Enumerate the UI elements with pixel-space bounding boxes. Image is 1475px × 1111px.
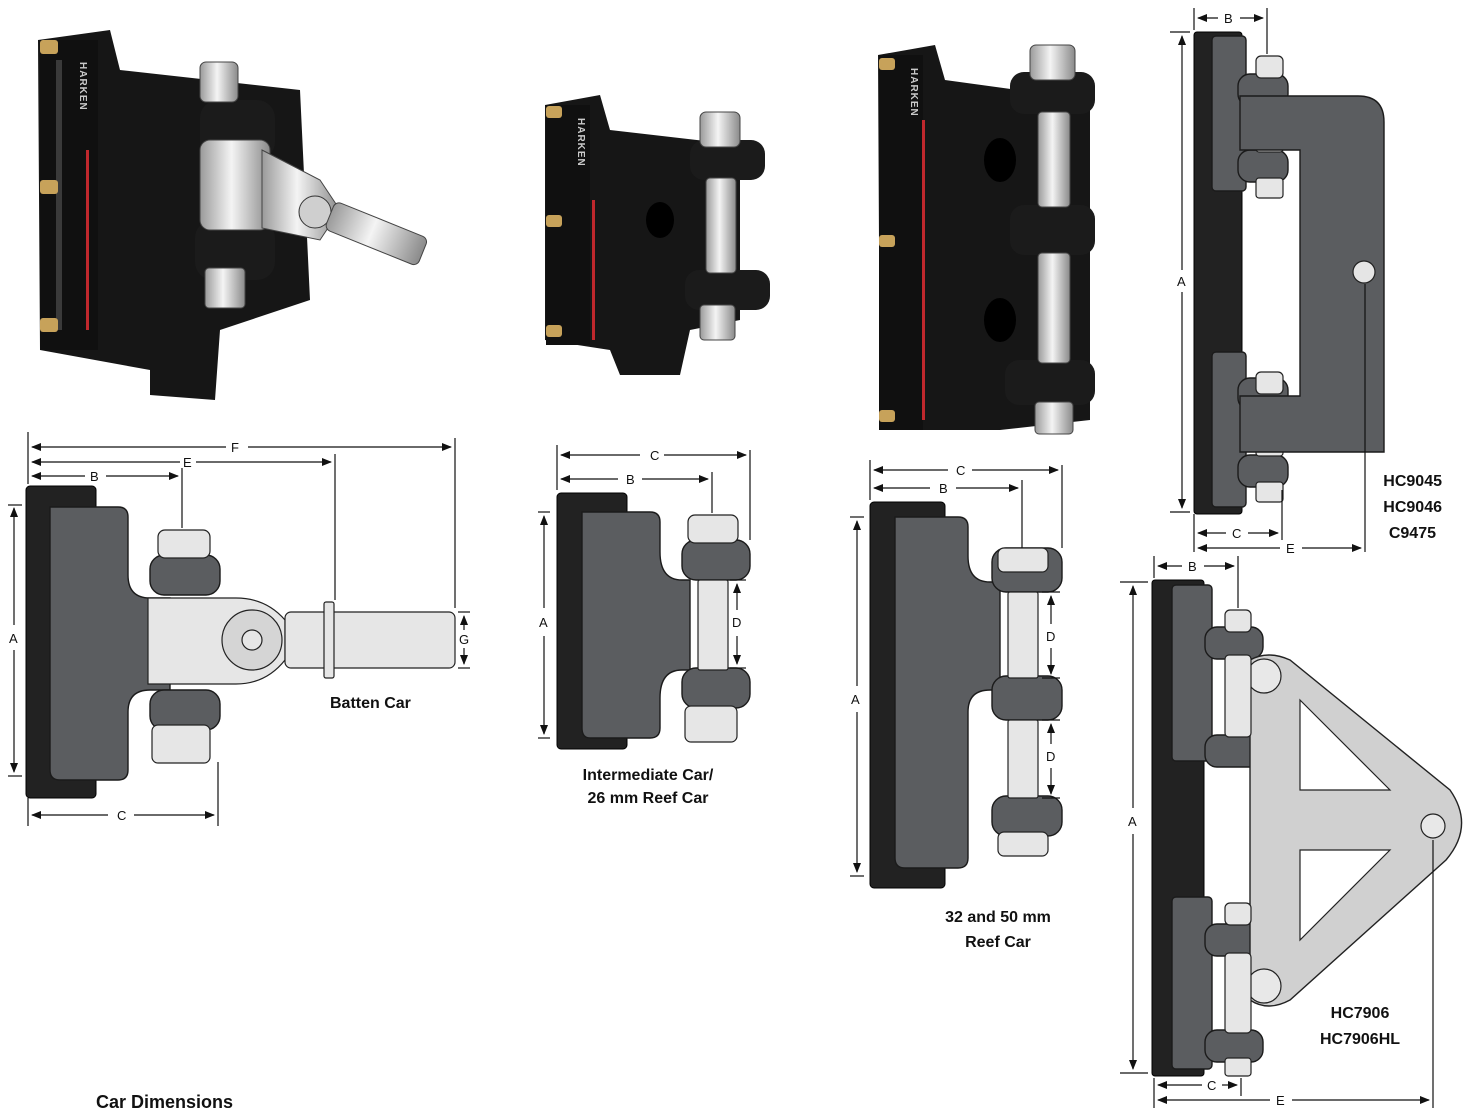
brand-logo: HARKEN: [77, 62, 88, 111]
dim-label-e-4: E: [1286, 541, 1295, 556]
dim-label-a-5: A: [1128, 814, 1137, 829]
reef-car-photo: HARKEN: [878, 44, 1095, 435]
dim-label-c-5: C: [1207, 1078, 1216, 1093]
dim-label-b-2: B: [626, 472, 635, 487]
dim-label-b-4: B: [1224, 11, 1233, 26]
dim-label-c-4: C: [1232, 526, 1241, 541]
caption-c9475: C9475: [1389, 525, 1436, 542]
brand-logo-2: HARKEN: [575, 118, 586, 167]
dim-label-e-5: E: [1276, 1093, 1285, 1108]
caption-reef-car-line2: Reef Car: [965, 934, 1031, 951]
red-stripe: [86, 150, 89, 330]
batten-car-drawing: F E B A C G Batten Car: [8, 432, 470, 826]
dim-label-d-2: D: [732, 615, 741, 630]
dim-label-d-3a: D: [1046, 629, 1055, 644]
dim-label-c-2: C: [650, 448, 659, 463]
caption-hc9046: HC9046: [1383, 499, 1442, 516]
dim-label-c: C: [117, 808, 126, 823]
caption-hc7906: HC7906: [1331, 1005, 1390, 1022]
caption-intermediate-car-line1: Intermediate Car/: [583, 767, 714, 784]
hc9045-drawing: B A C E HC9045 HC9046 C9475: [1170, 8, 1442, 556]
caption-hc7906hl: HC7906HL: [1320, 1031, 1400, 1048]
dim-label-b-3: B: [939, 481, 948, 496]
intermediate-car-photo: HARKEN: [545, 95, 770, 375]
dim-label-b-5: B: [1188, 559, 1197, 574]
section-heading-car-dimensions: Car Dimensions: [96, 1092, 233, 1111]
dim-label-a-3: A: [851, 692, 860, 707]
batten-car-photo: HARKEN: [38, 30, 428, 400]
dim-label-a-4: A: [1177, 274, 1186, 289]
dim-label-a: A: [9, 631, 18, 646]
dim-label-b: B: [90, 469, 99, 484]
brand-logo-3: HARKEN: [908, 68, 919, 117]
dim-label-a-2: A: [539, 615, 548, 630]
caption-reef-car-line1: 32 and 50 mm: [945, 909, 1051, 926]
caption-intermediate-car-line2: 26 mm Reef Car: [588, 790, 709, 807]
hc7906-drawing: B A C E HC7906 HC7906HL: [1120, 556, 1463, 1108]
reef-car-drawing: C B A D D 32 and 50 mm Reef Car: [850, 460, 1063, 951]
dim-label-f: F: [231, 440, 239, 455]
intermediate-car-drawing: C B A D Intermediate Car/ 26 mm Reef Car: [538, 445, 751, 807]
caption-batten-car: Batten Car: [330, 695, 411, 712]
dim-label-g: G: [459, 632, 469, 647]
caption-hc9045: HC9045: [1383, 473, 1442, 490]
dim-label-d-3b: D: [1046, 749, 1055, 764]
dim-label-e: E: [183, 455, 192, 470]
dim-label-c-3: C: [956, 463, 965, 478]
